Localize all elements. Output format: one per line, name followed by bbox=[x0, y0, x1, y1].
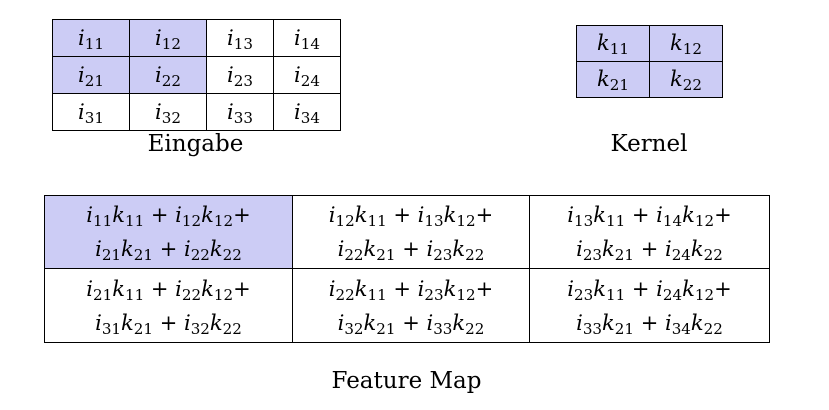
feature-map-matrix: i11k11 + i12k12+ i21k21 + i22k22 i12k11 + … bbox=[44, 195, 770, 343]
feature-map-expression-line1: i22k11 + i23k12+ bbox=[328, 276, 494, 304]
kernel-cell-21: k21 bbox=[577, 62, 650, 98]
kernel-cell-12-symbol: k12 bbox=[670, 31, 702, 59]
input-cell-14: i14 bbox=[274, 20, 341, 57]
input-cell-22-symbol: i22 bbox=[155, 62, 181, 90]
input-cell-12: i12 bbox=[130, 20, 207, 57]
feature-map-cell-2-3: i23k11 + i24k12+ i33k21 + i34k22 bbox=[530, 269, 770, 343]
input-cell-11: i11 bbox=[53, 20, 130, 57]
input-cell-11-symbol: i11 bbox=[78, 25, 104, 53]
feature-map-expression-line2: i23k21 + i24k22 bbox=[576, 237, 723, 265]
input-cell-22: i22 bbox=[130, 57, 207, 94]
feature-map-cell-1-2: i12k11 + i13k12+ i22k21 + i23k22 bbox=[293, 196, 530, 269]
input-cell-32-symbol: i32 bbox=[155, 99, 181, 127]
kernel-caption: Kernel bbox=[610, 131, 688, 157]
input-cell-13: i13 bbox=[207, 20, 274, 57]
kernel-cell-21-symbol: k21 bbox=[597, 67, 629, 95]
input-cell-33: i33 bbox=[207, 94, 274, 131]
input-caption: Eingabe bbox=[147, 131, 244, 157]
kernel-matrix: k11 k12 k21 k22 bbox=[576, 25, 723, 98]
input-cell-34-symbol: i34 bbox=[294, 99, 320, 127]
input-cell-24-symbol: i24 bbox=[294, 62, 320, 90]
input-cell-13-symbol: i13 bbox=[227, 25, 253, 53]
feature-map-caption: Feature Map bbox=[331, 368, 482, 394]
feature-map-expression-line1: i12k11 + i13k12+ bbox=[328, 203, 494, 231]
input-cell-23-symbol: i23 bbox=[227, 62, 253, 90]
input-cell-31-symbol: i31 bbox=[78, 99, 104, 127]
input-cell-31: i31 bbox=[53, 94, 130, 131]
feature-map-expression-line1: i13k11 + i14k12+ bbox=[567, 203, 732, 231]
feature-map-expression-line1: i21k11 + i22k12+ bbox=[86, 276, 251, 304]
kernel-cell-11: k11 bbox=[577, 26, 650, 62]
feature-map-expression-line2: i31k21 + i32k22 bbox=[95, 310, 242, 338]
feature-map-expression-line2: i22k21 + i23k22 bbox=[337, 237, 485, 265]
input-cell-24: i24 bbox=[274, 57, 341, 94]
feature-map-cell-1-3: i13k11 + i14k12+ i23k21 + i24k22 bbox=[530, 196, 770, 269]
kernel-cell-12: k12 bbox=[650, 26, 723, 62]
input-cell-21: i21 bbox=[53, 57, 130, 94]
feature-map-expression-line1: i23k11 + i24k12+ bbox=[567, 276, 732, 304]
feature-map-cell-2-1: i21k11 + i22k12+ i31k21 + i32k22 bbox=[45, 269, 293, 343]
feature-map-expression-line2: i32k21 + i33k22 bbox=[337, 310, 485, 338]
feature-map-expression-line1: i11k11 + i12k12+ bbox=[86, 203, 251, 231]
input-cell-12-symbol: i12 bbox=[155, 25, 181, 53]
input-cell-14-symbol: i14 bbox=[294, 25, 320, 53]
feature-map-expression-line2: i21k21 + i22k22 bbox=[95, 237, 242, 265]
kernel-cell-22: k22 bbox=[650, 62, 723, 98]
feature-map-cell-1-1: i11k11 + i12k12+ i21k21 + i22k22 bbox=[45, 196, 293, 269]
input-cell-23: i23 bbox=[207, 57, 274, 94]
input-cell-21-symbol: i21 bbox=[78, 62, 104, 90]
kernel-cell-22-symbol: k22 bbox=[670, 67, 702, 95]
kernel-cell-11-symbol: k11 bbox=[597, 31, 629, 59]
feature-map-expression-line2: i33k21 + i34k22 bbox=[576, 310, 723, 338]
input-cell-32: i32 bbox=[130, 94, 207, 131]
input-matrix: i11 i12 i13 i14 i21 i22 i23 i24 i31 i32 i33 i34 bbox=[52, 19, 341, 131]
input-cell-33-symbol: i33 bbox=[227, 99, 253, 127]
feature-map-cell-2-2: i22k11 + i23k12+ i32k21 + i33k22 bbox=[293, 269, 530, 343]
input-cell-34: i34 bbox=[274, 94, 341, 131]
